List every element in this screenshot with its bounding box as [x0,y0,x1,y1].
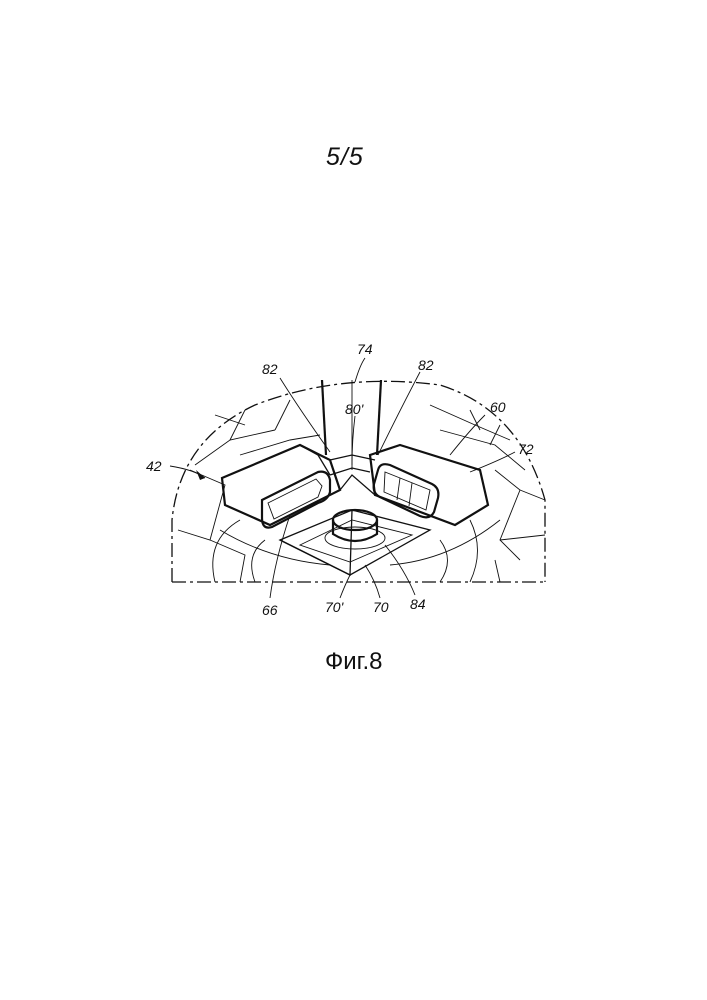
central-ridge [330,455,375,495]
central-base [280,510,430,575]
label-60: 60 [490,399,506,415]
label-42: 42 [146,458,162,474]
label-70: 70 [373,599,389,615]
arrow-42 [196,470,205,480]
label-84: 84 [410,596,426,612]
label-80-prime: 80' [345,401,365,417]
label-74: 74 [357,341,373,357]
slot-74 [322,380,381,470]
right-block [370,445,488,525]
left-block [222,445,340,528]
label-70-prime: 70' [325,599,345,615]
figure-caption: Фиг.8 [325,648,383,676]
tread-grid [178,400,545,582]
label-82-left: 82 [262,361,278,377]
label-72: 72 [518,441,534,457]
label-66: 66 [262,602,278,618]
label-82-right: 82 [418,357,434,373]
